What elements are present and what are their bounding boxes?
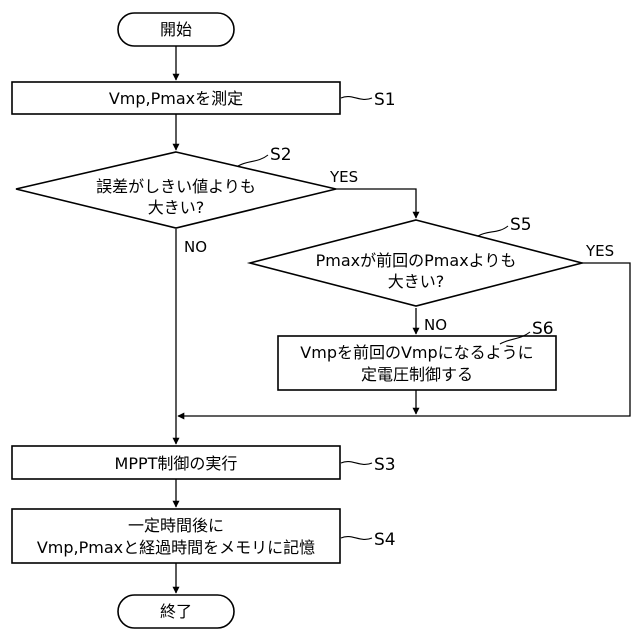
step-s4: 一定時間後に Vmp,Pmaxと経過時間をメモリに記憶 S4 [12,509,396,563]
s3-ref-leader [341,462,372,465]
s1-ref: S1 [374,90,396,110]
s6-ref: S6 [532,319,554,339]
s2-no-label: NO [184,238,207,256]
step-s3: MPPT制御の実行 S3 [12,446,396,479]
step-s6: Vmpを前回のVmpになるように 定電圧制御する S6 [278,319,556,390]
s4-label-line2: Vmp,Pmaxと経過時間をメモリに記憶 [37,538,315,557]
s5-label-line2: 大きい? [388,272,445,291]
s6-label-line2: 定電圧制御する [361,365,473,384]
step-s2: 誤差がしきい値よりも 大きい? S2 YES NO [16,145,358,256]
s2-label-line1: 誤差がしきい値よりも [96,177,256,196]
s5-yes-label: YES [585,242,614,260]
s1-ref-leader [341,97,372,100]
s3-label: MPPT制御の実行 [115,454,238,473]
s2-label-line2: 大きい? [148,198,205,217]
s2-ref-leader [238,155,268,166]
s6-label-line1: Vmpを前回のVmpになるように [300,343,533,362]
arrow-s2-yes-to-s5 [336,189,416,218]
step-s5: Pmaxが前回のPmaxよりも 大きい? S5 YES NO [250,215,614,334]
s5-ref: S5 [510,215,532,235]
step-s1: Vmp,Pmaxを測定 S1 [12,82,396,114]
s2-ref: S2 [270,145,292,165]
end-label: 終了 [160,602,192,621]
end-terminator: 終了 [118,595,234,628]
s4-label-line1: 一定時間後に [128,516,224,535]
s3-ref: S3 [374,455,396,475]
start-label: 開始 [160,20,192,39]
s5-ref-leader [478,226,508,236]
s5-no-label: NO [424,316,447,334]
start-terminator: 開始 [118,13,234,46]
s1-label: Vmp,Pmaxを測定 [109,89,243,108]
s4-ref-leader [341,537,372,540]
s4-ref: S4 [374,530,396,550]
s5-label-line1: Pmaxが前回のPmaxよりも [316,251,517,270]
s2-yes-label: YES [329,168,358,186]
